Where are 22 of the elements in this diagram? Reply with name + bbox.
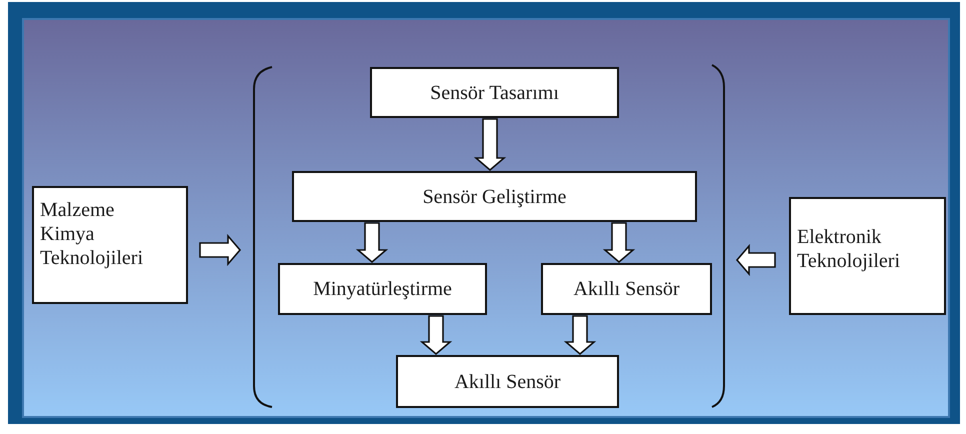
process-box [278,263,487,315]
block-arrow [564,315,596,356]
box-label: Malzeme Kimya Teknolojileri [40,198,144,270]
block-arrow [736,244,776,276]
box-label: Akıllı Sensör [454,370,561,394]
block-arrow [420,315,452,356]
process-box [789,197,946,315]
box-label: Sensör Tasarımı [430,80,559,104]
bracket-group [250,63,726,410]
box-label: Sensör Geliştirme [422,184,566,208]
process-box [292,171,697,222]
block-arrow [602,222,636,264]
process-box [541,263,712,315]
process-box [396,355,619,408]
block-arrow [356,222,388,264]
block-arrow [199,234,242,266]
box-label: Akıllı Sensör [573,277,680,301]
process-box [32,186,188,304]
process-box [370,67,619,118]
block-arrow [474,118,506,172]
box-label: Elektronik Teknolojileri [797,225,902,273]
box-label: Minyatürleştirme [313,277,452,301]
